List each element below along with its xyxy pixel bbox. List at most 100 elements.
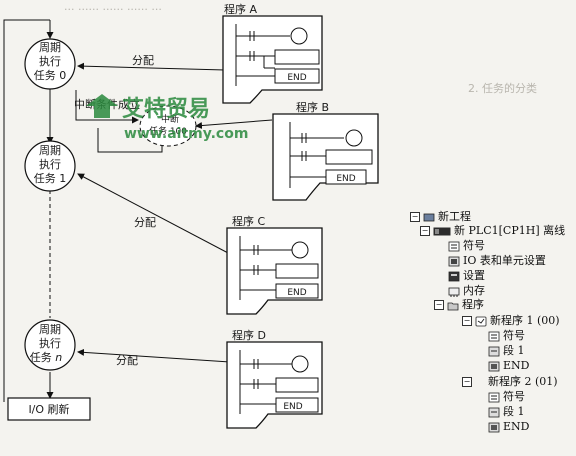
tree-prog2-end[interactable]: END <box>488 420 529 434</box>
tree-prog1-label: 新程序 1 (00) <box>490 314 560 327</box>
tree-prog1[interactable]: − 新程序 1 (00) <box>462 314 560 328</box>
section-icon <box>488 346 500 357</box>
program-d-end: END <box>283 402 302 412</box>
plc-icon <box>433 226 451 237</box>
assign-label-d: 分配 <box>116 354 138 367</box>
tree-io-table[interactable]: IO 表和单元设置 <box>448 254 546 268</box>
tree-prog1-symbols[interactable]: 符号 <box>488 329 525 343</box>
taskn-line2: 执行 <box>39 336 61 350</box>
tree-prog2[interactable]: − 新程序 2 (01) <box>462 375 558 389</box>
program-b-box: 程序 B END <box>272 100 379 201</box>
program-d-ladder <box>239 350 319 414</box>
project-icon <box>423 212 435 223</box>
program-a-title: 程序 A <box>224 2 257 16</box>
io-table-icon <box>448 256 460 267</box>
task0-node: 周期 执行 任务 0 <box>24 38 76 90</box>
program-c-end: END <box>287 288 306 298</box>
program-a-ladder <box>235 24 320 86</box>
watermark-logo-icon <box>86 94 118 118</box>
memory-icon <box>448 286 460 297</box>
tree-prog1-section-label: 段 1 <box>503 344 525 357</box>
tree-prog2-symbols[interactable]: 符号 <box>488 390 525 404</box>
task0-line1: 周期 <box>39 41 61 54</box>
tree-memory-label: 内存 <box>463 284 485 297</box>
program-b-title: 程序 B <box>296 100 329 114</box>
program-b-end: END <box>336 174 355 184</box>
symbols-icon <box>448 241 460 252</box>
tree-prog2-symbols-label: 符号 <box>503 390 525 403</box>
task1-line1: 周期 <box>39 144 61 157</box>
collapse-toggle-icon[interactable]: − <box>434 300 444 310</box>
program-b-ladder <box>289 122 373 188</box>
watermark-cn: 艾特贸易 <box>122 96 210 122</box>
tree-prog1-symbols-label: 符号 <box>503 329 525 342</box>
tree-prog2-label: 新程序 2 (01) <box>488 375 558 388</box>
tree-symbols-label: 符号 <box>463 239 485 252</box>
tree-settings-label: 设置 <box>463 269 485 282</box>
programs-folder-icon <box>447 300 459 311</box>
assign-label-c: 分配 <box>134 216 156 229</box>
assign-arrow-d <box>77 348 231 363</box>
interrupt-return-line <box>97 128 163 153</box>
io-refresh-box: I/O 刷新 <box>7 397 91 421</box>
section-icon <box>488 407 500 418</box>
tree-prog1-end[interactable]: END <box>488 359 529 373</box>
bg-section-heading: 2. 任务的分类 <box>468 81 537 95</box>
tree-prog2-section[interactable]: 段 1 <box>488 405 525 419</box>
taskn-line1: 周期 <box>39 323 61 336</box>
collapse-toggle-icon[interactable]: − <box>462 316 472 326</box>
tree-prog1-end-label: END <box>503 359 530 372</box>
watermark-url: www.aitmy.com <box>124 126 248 142</box>
tree-symbols[interactable]: 符号 <box>448 239 485 253</box>
tree-io-table-label: IO 表和单元设置 <box>463 254 546 267</box>
end-icon <box>488 361 500 372</box>
task0-line2: 执行 <box>39 54 61 68</box>
io-refresh-label: I/O 刷新 <box>28 402 69 416</box>
assign-arrow-b <box>195 119 273 130</box>
collapse-toggle-icon[interactable]: − <box>420 226 430 236</box>
assign-arrow-c <box>77 173 231 255</box>
task0-line3: 任务 0 <box>34 69 67 82</box>
task1-line2: 执行 <box>39 157 61 171</box>
collapse-toggle-icon[interactable]: − <box>462 377 472 387</box>
project-tree: − 新工程 − 新 PLC1[CP1H] 离线 符号 IO 表和单元设置 设置 … <box>404 208 576 456</box>
symbols-icon <box>488 331 500 342</box>
tree-memory[interactable]: 内存 <box>448 284 485 298</box>
assign-arrow-a <box>77 62 226 71</box>
program-a-end: END <box>287 73 306 83</box>
return-loop-line <box>3 19 50 402</box>
background-text: ... ...... ...... ...... ... 2. 任务的分类 <box>64 0 537 95</box>
collapse-toggle-icon[interactable]: − <box>410 212 420 222</box>
tree-root[interactable]: − 新工程 <box>410 210 471 224</box>
tree-programs-label: 程序 <box>462 298 484 311</box>
tree-programs[interactable]: − 程序 <box>434 298 484 312</box>
program-d-box: 程序 D END <box>226 328 323 429</box>
taskn-node: 周期 执行 任务 n <box>24 319 76 371</box>
tree-plc[interactable]: − 新 PLC1[CP1H] 离线 <box>420 224 565 238</box>
task1-line3: 任务 1 <box>34 172 67 185</box>
task1-node: 周期 执行 任务 1 <box>24 140 76 192</box>
flow-lines <box>3 19 54 402</box>
tree-prog1-section[interactable]: 段 1 <box>488 344 525 358</box>
interrupt-branch-line <box>75 90 139 124</box>
interrupt-line2: 任务 100 <box>149 125 187 137</box>
tree-prog2-end-label: END <box>503 420 530 433</box>
settings-icon <box>448 271 460 282</box>
program-c-title: 程序 C <box>232 214 265 228</box>
tree-plc-label: 新 PLC1[CP1H] 离线 <box>454 224 566 237</box>
symbols-icon <box>488 392 500 403</box>
watermark: 艾特贸易 www.aitmy.com <box>86 94 248 142</box>
interrupt-line1: 中断 <box>161 113 179 125</box>
program-c-box: 程序 C END <box>226 214 323 315</box>
tree-prog2-section-label: 段 1 <box>503 405 525 418</box>
program-icon <box>475 316 487 327</box>
program-d-title: 程序 D <box>232 328 266 342</box>
program-a-box: 程序 A END <box>222 2 323 104</box>
program-c-ladder <box>239 236 319 300</box>
taskn-line3: 任务 n <box>30 351 63 364</box>
tree-settings[interactable]: 设置 <box>448 269 485 283</box>
assign-arrows <box>77 62 273 363</box>
assign-label-a: 分配 <box>132 54 154 67</box>
end-icon <box>488 422 500 433</box>
